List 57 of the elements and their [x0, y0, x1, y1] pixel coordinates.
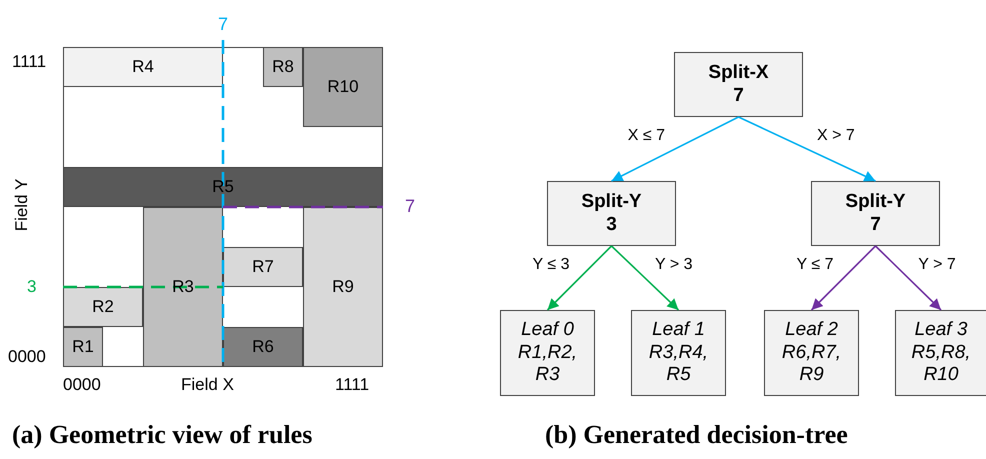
leaf-rules: R1,R2, R3 [516, 342, 578, 388]
arrow [546, 245, 612, 311]
rule-label: R5 [212, 177, 234, 197]
rule-label: R8 [272, 57, 294, 77]
rule-label: R4 [132, 57, 154, 77]
leaf-node-box [500, 310, 595, 396]
leaf-title: Leaf 2 [785, 318, 838, 342]
rule-label: R2 [92, 297, 114, 317]
rule-label: R6 [252, 337, 274, 357]
rule-rectangle [223, 247, 303, 287]
axis-title: Field Y [12, 178, 32, 232]
split-title: Split-X [708, 62, 769, 84]
leaf-node-box [895, 310, 986, 396]
rule-label: R1 [72, 337, 94, 357]
rule-rectangle [63, 167, 383, 207]
rule-rectangle [263, 47, 303, 87]
split-title: Split-Y [845, 190, 906, 214]
split-value: 7 [733, 84, 744, 108]
leaf-title: Leaf 1 [652, 318, 705, 342]
axis-title: Field X [181, 375, 234, 395]
split-title: Split-Y [581, 190, 642, 214]
split-value: 3 [606, 214, 617, 236]
arrow [874, 245, 942, 311]
arrow [738, 116, 876, 182]
arrow [810, 245, 876, 311]
rule-rectangle [63, 327, 103, 367]
figure-caption: (b) Generated decision-tree [545, 420, 848, 450]
arrow [610, 245, 680, 311]
leaf-title: Leaf 3 [914, 318, 968, 342]
split-value-label: 7 [218, 14, 228, 35]
rule-rectangle [303, 207, 383, 367]
rule-rectangle [143, 207, 223, 367]
leaf-title: Leaf 0 [521, 318, 574, 342]
rule-label: R7 [252, 257, 274, 277]
split-value-label: 3 [27, 277, 36, 297]
split-value: 7 [870, 214, 881, 236]
split-node-box [547, 181, 676, 246]
rule-rectangle [303, 47, 383, 127]
rule-label: R9 [332, 277, 354, 297]
rule-rectangle [63, 47, 223, 87]
split-node-box [811, 181, 940, 246]
axis-tick-label: 0000 [63, 375, 101, 395]
rule-rectangle [223, 327, 303, 367]
leaf-rules: R5,R8, R10 [910, 342, 972, 388]
leaf-node-box [631, 310, 726, 396]
rule-label: R10 [327, 77, 359, 97]
rule-rectangle [63, 287, 143, 327]
axis-tick-label: 1111 [12, 52, 46, 72]
split-node-box [674, 52, 803, 117]
figure-caption: (a) Geometric view of rules [12, 420, 312, 450]
axis-tick-label: 0000 [8, 347, 46, 367]
leaf-node-box [764, 310, 859, 396]
split-value-label: 7 [405, 196, 416, 217]
axis-tick-label: 1111 [335, 375, 370, 395]
leaf-rules: R3,R4, R5 [648, 342, 710, 388]
arrow [611, 116, 739, 182]
leaf-rules: R6,R7, R9 [780, 342, 842, 388]
